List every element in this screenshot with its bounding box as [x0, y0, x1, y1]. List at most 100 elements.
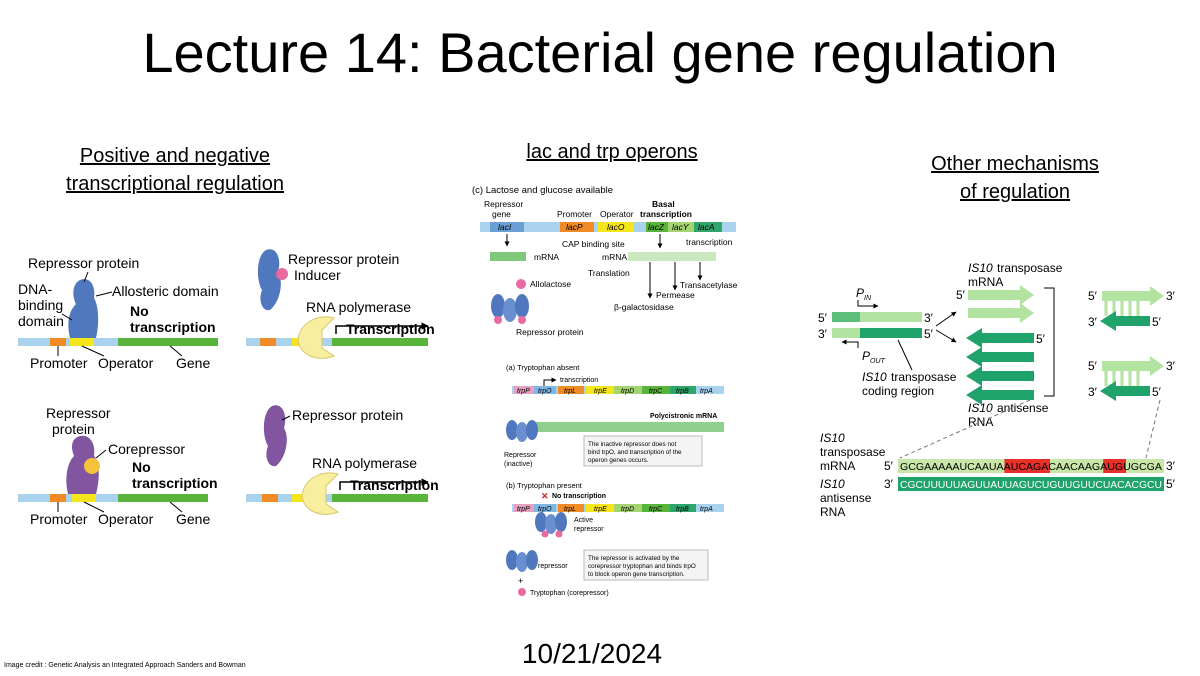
diagram-inducer: Repressor protein Inducer RNA polymerase…: [246, 249, 435, 359]
polycistronic-label: Polycistronic mRNA: [650, 413, 717, 420]
left-panel: Repressor protein DNA- binding domain Al…: [18, 249, 439, 527]
lac-operator-label: Operator: [600, 209, 634, 219]
middle-heading: lac and trp operons: [526, 141, 698, 163]
promoter-box: [50, 494, 66, 502]
lac-promoter-label: Promoter: [557, 209, 592, 219]
cap-site-label: CAP binding site: [562, 239, 625, 249]
gene-box: [332, 494, 428, 502]
middle-panel: (c) Lactose and glucose available Repres…: [472, 185, 738, 597]
coding-region-label: coding region: [862, 384, 934, 398]
mrna-arrow-1: [968, 285, 1034, 305]
trpA-label: trpA: [700, 506, 713, 513]
seq-antisense-bar: [898, 477, 1164, 491]
trpC-box: [642, 386, 670, 394]
rna-duplex-2: 5′ 3′ 3′ 5′: [1088, 356, 1176, 401]
active-repressor-label: repressor: [574, 526, 604, 533]
lac-operon-figure: (c) Lactose and glucose available Repres…: [472, 185, 738, 337]
trpO-box: [534, 504, 556, 512]
gene-label: Gene: [176, 511, 210, 527]
caption-c: (c) Lactose and glucose available: [472, 185, 613, 196]
promoter-label: Promoter: [30, 355, 88, 371]
pout-arrow: [841, 339, 859, 348]
pin-p: P: [856, 286, 864, 300]
mrna-transposase: transposase: [997, 261, 1063, 275]
dna-strand: [18, 338, 118, 346]
dna-3prime-bottom: 3′: [818, 327, 828, 341]
no-transcription-label: transcription: [132, 475, 218, 491]
trpD-label: trpD: [621, 506, 634, 513]
antisense-is10: IS10: [968, 401, 993, 415]
branch-arrow-down: [935, 329, 957, 343]
caption-a: (a) Tryptophan absent: [506, 363, 580, 372]
duplex2-mrna: [1102, 356, 1164, 376]
lacI-mrna: [490, 252, 526, 261]
promoter-box: [260, 338, 276, 346]
pout-sub: OUT: [870, 358, 886, 365]
plus-sign: +: [518, 576, 523, 586]
corepressor-label: Corepressor: [108, 441, 185, 457]
repressor-gene-label-2: gene: [492, 209, 511, 219]
gene-pointer: [169, 345, 183, 357]
diagram-repressor-free: Repressor protein RNA polymerase Transcr…: [246, 405, 439, 515]
rna-duplex-1: 5′ 3′ 3′ 5′: [1088, 286, 1176, 331]
note-b-line1: The repressor is activated by the: [588, 555, 680, 562]
rna-polymerase-shape: [301, 472, 340, 515]
trpP-box: [514, 504, 534, 512]
trpB-box: [670, 504, 696, 512]
gene-box: [118, 494, 208, 502]
mrna-is10: IS10: [968, 261, 993, 275]
caption-b: (b) Tryptophan present: [506, 481, 583, 490]
repressor-gene-label-1: Repressor: [484, 199, 523, 209]
repressor-pointer: [83, 271, 89, 283]
corepressor-molecule: [84, 458, 100, 474]
seq-antisense-5prime: 5′: [1166, 477, 1176, 491]
trp-transcription-arrow: [543, 377, 557, 386]
repressor-protein-label: Repressor protein: [28, 255, 139, 271]
repressor-protein-label: Repressor protein: [292, 407, 403, 423]
pout-region: [832, 328, 860, 338]
lacY-box: [668, 222, 694, 232]
duplex1-5prime-top: 5′: [1088, 289, 1098, 303]
lacY-label: lacY: [672, 222, 690, 232]
image-credit: Image credit : Genetic Analysis an Integ…: [4, 662, 246, 669]
repressor-label: Repressor: [46, 405, 111, 421]
mrna-seq-segment: AUG: [1100, 462, 1123, 473]
lacZ-box: [646, 222, 668, 232]
lacI-mrna-label: mRNA: [534, 252, 559, 262]
allolactose-label: Allolactose: [530, 279, 571, 289]
operator-pointer: [81, 345, 105, 357]
lacA-label: lacA: [698, 222, 715, 232]
repressor-pointer: [281, 415, 291, 421]
trpL-label: trpL: [564, 388, 576, 395]
pin-region: [832, 312, 860, 322]
lac-mrna: [628, 252, 716, 261]
antisense-arrow-2: [966, 347, 1034, 367]
seq-mrna-5prime: 5′: [884, 459, 894, 473]
antisense-rna-label: RNA: [968, 415, 993, 429]
mrna-seq-segment: AUCAGA: [1004, 462, 1049, 473]
dna-strand: [246, 338, 332, 346]
trpO-box: [534, 386, 556, 394]
repressor-free-label: repressor: [538, 563, 568, 570]
diagram-repressor-bound: Repressor protein DNA- binding domain Al…: [18, 255, 219, 371]
trpP-label: trpP: [517, 506, 530, 513]
left-heading-line1: Positive and negative: [79, 145, 271, 167]
right-heading-line1: Other mechanisms: [931, 153, 1099, 175]
promoter-label: Promoter: [30, 511, 88, 527]
allosteric-pointer: [95, 291, 113, 297]
no-transcription-x-icon: ✕: [541, 491, 549, 501]
trpE-box: [586, 386, 614, 394]
trp-repressor-inactive: [506, 420, 538, 442]
dna-binding-label-1: DNA-: [18, 281, 53, 297]
repressor-shape: [66, 435, 99, 494]
coding-transposase: transposase: [891, 370, 957, 384]
trpO-label: trpO: [538, 388, 552, 395]
trp-repressor-active: [535, 512, 567, 538]
operator-label: Operator: [98, 511, 154, 527]
lac-repressor-label: Repressor protein: [516, 327, 584, 337]
trpD-box: [614, 386, 642, 394]
permease-label: Permease: [656, 290, 695, 300]
no-transcription-label: transcription: [130, 319, 216, 335]
slide-date: 10/21/2024: [521, 638, 663, 669]
